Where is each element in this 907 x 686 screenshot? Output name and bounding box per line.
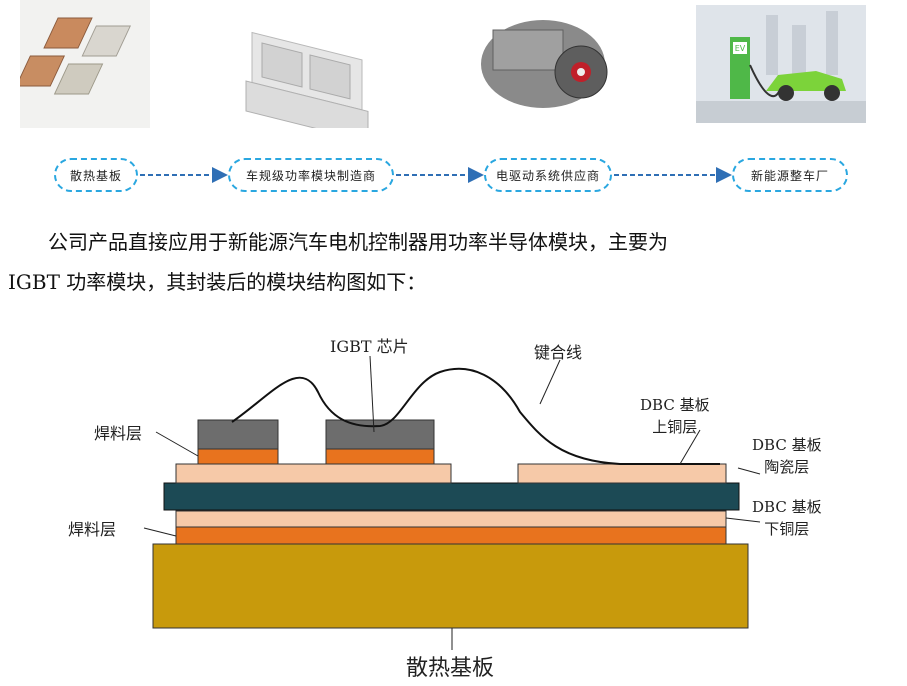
bond-wire (231, 367, 720, 465)
label-bond-wire: 键合线 (534, 343, 583, 362)
lower-copper-layer (175, 510, 727, 528)
paragraph-line-2: IGBT 功率模块，其封装后的模块结构图如下： (8, 270, 427, 294)
label-dbc-lower: DBC 基板 下铜层 (752, 498, 822, 538)
label-solder-top: 焊料层 (94, 424, 143, 443)
paragraph-line-1: 公司产品直接应用于新能源汽车电机控制器用功率半导体模块，主要为 (48, 230, 668, 254)
intro-paragraph: 公司产品直接应用于新能源汽车电机控制器用功率半导体模块，主要为 IGBT 功率模… (8, 222, 896, 302)
electric-drive-unit-photo (463, 0, 635, 128)
ev-charging-photo: EV (696, 5, 866, 123)
ceramic-layer (163, 482, 740, 511)
power-module-photo (232, 0, 384, 128)
chain-step-drive-supplier: 电驱动系统供应商 (484, 158, 612, 192)
label-dbc-ceramic: DBC 基板 陶瓷层 (752, 436, 822, 476)
upper-copper-pad-left (175, 463, 452, 484)
chip-solder-1 (197, 448, 279, 465)
chain-step-heat-sink: 散热基板 (54, 158, 138, 192)
lower-solder-layer (175, 526, 727, 545)
label-solder-bottom: 焊料层 (68, 520, 117, 539)
chain-step-oem: 新能源整车厂 (732, 158, 848, 192)
label-igbt-chip: IGBT 芯片 (330, 337, 409, 356)
module-structure-diagram (143, 355, 761, 650)
chain-step-module-maker: 车规级功率模块制造商 (228, 158, 394, 192)
igbt-chip-2 (325, 419, 435, 450)
igbt-chip-1 (197, 419, 279, 450)
heat-sink-layer (152, 543, 749, 629)
upper-copper-pad-right (517, 463, 727, 484)
chip-solder-2 (325, 448, 435, 465)
ev-sign-text: EV (735, 44, 746, 53)
label-heat-sink: 散热基板 (406, 656, 495, 681)
industry-chain-arrows (140, 167, 732, 183)
heat-sink-plates-photo (20, 0, 150, 128)
label-dbc-upper: DBC 基板 上铜层 (640, 396, 710, 436)
